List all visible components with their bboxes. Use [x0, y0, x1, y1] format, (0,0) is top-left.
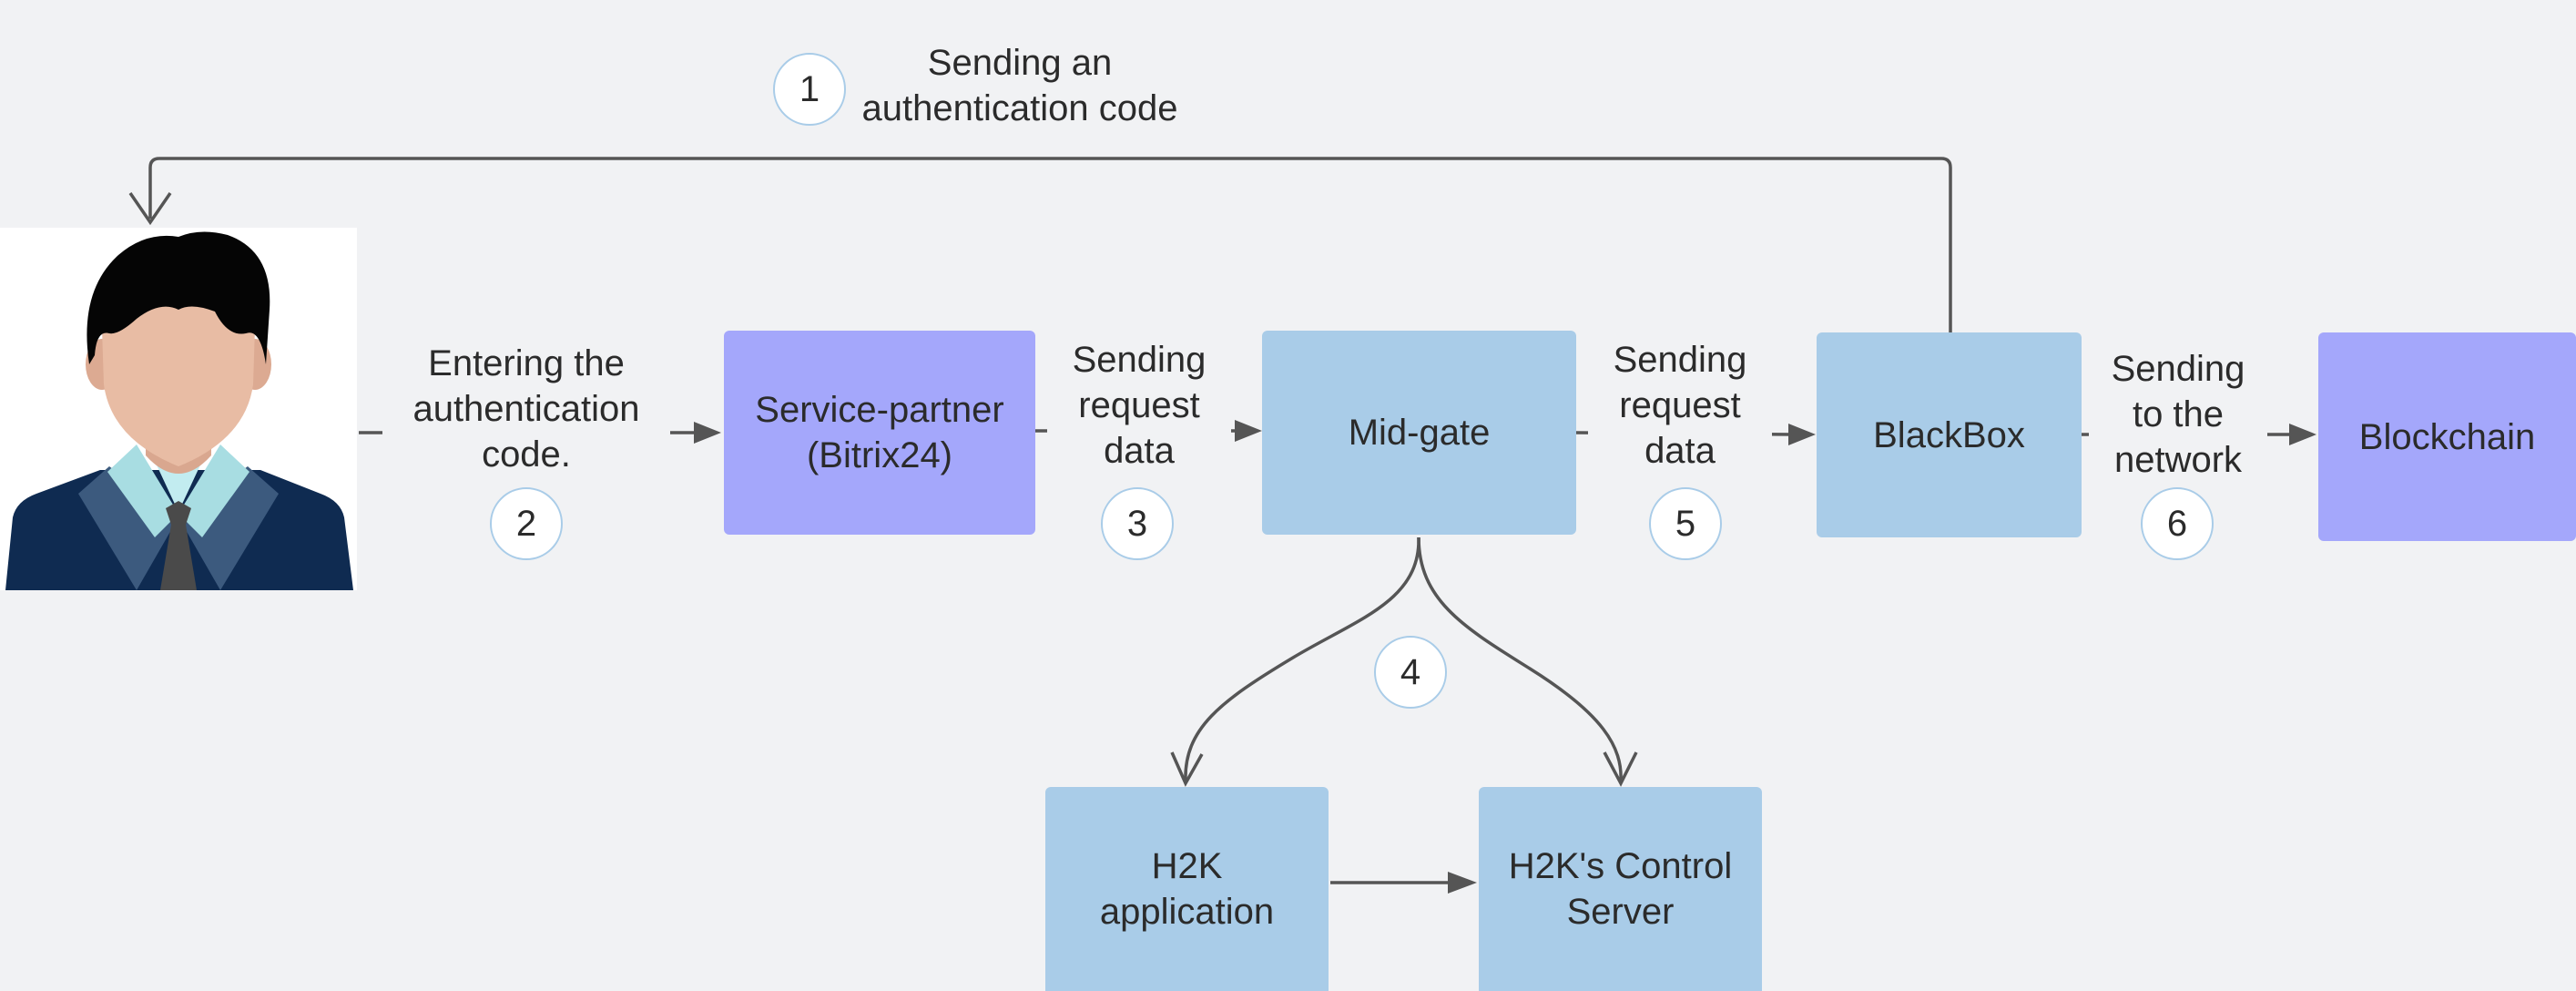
- label-send-to-network: Sending to the network: [2089, 346, 2267, 483]
- arrow-blackbox-to-person: [148, 157, 1952, 332]
- label-send-request-data-2: Sending request data: [1588, 337, 1772, 474]
- arrow-mid-gate-to-h2k-application: [1184, 536, 1420, 782]
- step-badge-4: 4: [1374, 636, 1447, 709]
- label-send-auth-code: Sending an authentication code: [861, 43, 1178, 128]
- arrow-mid-gate-to-h2k-control-server: [1417, 536, 1623, 782]
- label-enter-auth-code: Entering the authentication code.: [382, 341, 670, 477]
- step-badge-1: 1: [773, 53, 846, 126]
- node-h2k-control-server[interactable]: H2K's Control Server: [1479, 787, 1762, 991]
- node-h2k-application[interactable]: H2K application: [1045, 787, 1329, 991]
- label-send-request-data-1: Sending request data: [1047, 337, 1231, 474]
- node-blockchain[interactable]: Blockchain: [2318, 332, 2576, 541]
- user-avatar-icon: [0, 228, 357, 590]
- node-service-partner[interactable]: Service-partner (Bitrix24): [724, 331, 1035, 535]
- step-badge-6: 6: [2141, 487, 2214, 560]
- step-badge-5: 5: [1649, 487, 1722, 560]
- step-badge-2: 2: [490, 487, 563, 560]
- node-blackbox[interactable]: BlackBox: [1817, 332, 2082, 537]
- step-badge-3: 3: [1101, 487, 1174, 560]
- node-mid-gate[interactable]: Mid-gate: [1262, 331, 1576, 535]
